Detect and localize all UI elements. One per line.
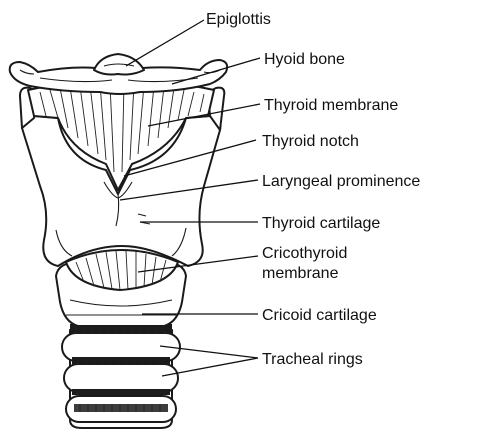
- leader-epiglottis: [126, 20, 204, 66]
- label-cricothyroid-line2: membrane: [262, 265, 339, 282]
- label-epiglottis: Epiglottis: [206, 11, 271, 28]
- label-cricoid-cartilage: Cricoid cartilage: [262, 307, 377, 324]
- tracheal-ring-4: [66, 396, 176, 422]
- label-cricothyroid-line1: Cricothyroid: [262, 245, 347, 262]
- label-laryngeal-prominence: Laryngeal prominence: [262, 173, 420, 190]
- label-tracheal-rings: Tracheal rings: [262, 351, 363, 368]
- tracheal-ring-2: [62, 333, 180, 364]
- label-thyroid-notch: Thyroid notch: [262, 133, 359, 150]
- label-hyoid-bone: Hyoid bone: [264, 51, 345, 68]
- tracheal-ring-3: [64, 364, 178, 395]
- epiglottis: [94, 54, 144, 75]
- label-thyroid-membrane: Thyroid membrane: [264, 97, 398, 114]
- leader-tracheal-rings-b: [162, 358, 258, 376]
- label-thyroid-cartilage: Thyroid cartilage: [262, 215, 380, 232]
